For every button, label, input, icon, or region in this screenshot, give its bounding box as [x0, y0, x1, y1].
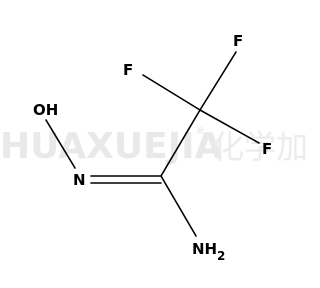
bond-c-f-left: [142, 74, 201, 111]
bond-c-nh2: [160, 175, 197, 237]
bond-c-f-top: [199, 51, 237, 111]
watermark-registered-mark: ®: [196, 127, 205, 137]
watermark: HUAXUEJIA ® 化学加: [0, 126, 308, 167]
watermark-cn-text: 化学加: [212, 128, 308, 166]
atom-n: N: [73, 171, 86, 189]
watermark-text: HUAXUEJIA: [0, 126, 222, 167]
bond-n-o: [45, 119, 76, 169]
structure-canvas: HUAXUEJIA ® 化学加 F F F OH N NH 2: [0, 32, 309, 263]
atom-f-left: F: [123, 61, 133, 79]
atom-f-top: F: [233, 32, 243, 50]
atom-labels: F F F OH N NH 2: [33, 32, 272, 263]
atom-oh: OH: [33, 101, 58, 119]
bond-c-c: [160, 109, 201, 177]
molecule-diagram: HUAXUEJIA ® 化学加 F F F OH N NH 2: [0, 32, 308, 263]
atom-nh-subscript: 2: [217, 249, 225, 263]
atom-nh: NH: [192, 240, 217, 258]
atom-f-right: F: [262, 140, 272, 158]
bonds: [45, 51, 260, 237]
bond-c-f-right: [199, 109, 260, 144]
